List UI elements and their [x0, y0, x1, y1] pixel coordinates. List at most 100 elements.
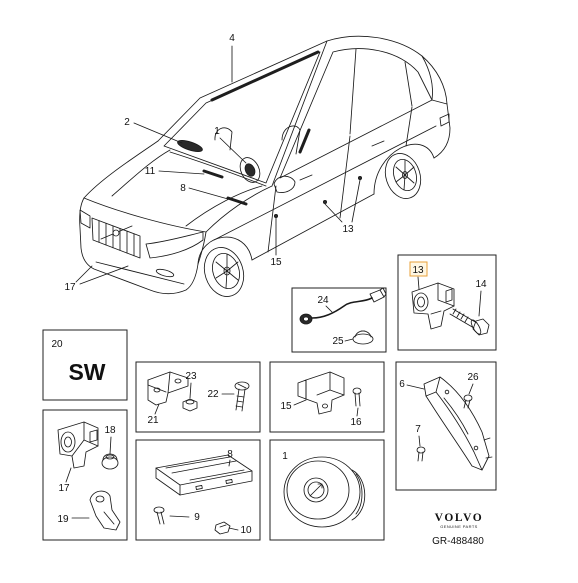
car-bumper-intake — [95, 261, 185, 285]
panel-frame — [397, 254, 497, 351]
software-label: SW — [68, 359, 105, 385]
car-a-pillar — [271, 40, 328, 187]
callout-side-sensor: 15 — [270, 257, 282, 268]
crash-sensor-mark — [357, 175, 363, 181]
car-front-corner — [197, 231, 207, 265]
car-callouts: 4 2 1 11 8 13 15 17 — [64, 33, 354, 293]
car-fender-edge — [205, 185, 273, 233]
crash-sensor-mark — [322, 199, 328, 205]
knee-airbag-illustration — [155, 454, 253, 496]
callout-crash-sensor: 13 — [342, 224, 354, 235]
callout-clip: 10 — [240, 525, 252, 536]
driver-knee-airbag-mark — [226, 196, 248, 206]
callout-nut: 18 — [104, 425, 116, 436]
car-door-lines — [267, 106, 413, 253]
car-roof-outline — [157, 35, 451, 159]
car-rear-window — [421, 55, 448, 105]
panel-frame — [269, 439, 385, 541]
callout-nut: 26 — [467, 372, 479, 383]
car-fog-light — [155, 268, 175, 278]
car-windshield — [163, 51, 321, 184]
brand-tagline: GENUINE PARTS — [440, 524, 478, 529]
screw-illustration — [153, 506, 165, 525]
callout-passenger-airbag: 2 — [124, 117, 130, 128]
car-sill — [251, 193, 375, 261]
panel-front-sensor: 13 14 — [397, 254, 497, 351]
side-sensor-mark — [273, 213, 279, 219]
callout-knee-airbag: 8 — [180, 183, 186, 194]
wiring-harness-illustration — [299, 287, 387, 325]
panel-leader-lines — [293, 399, 359, 417]
car-taillight — [439, 113, 450, 127]
car-interior — [169, 125, 301, 187]
rear-wheel — [384, 153, 422, 199]
car-hood-front-edge — [83, 197, 207, 233]
car-hood-crease — [111, 149, 263, 227]
callout-bolt: 14 — [475, 279, 487, 290]
steering-airbag-illustration — [283, 456, 366, 528]
car-side-mirror — [273, 175, 296, 193]
car-illustration — [79, 35, 451, 297]
steering-airbag-mark — [244, 163, 256, 177]
callout-screw: 22 — [207, 389, 219, 400]
callout-side-sensor: 15 — [280, 401, 292, 412]
panel-knee-airbag: 8 9 10 — [135, 439, 261, 541]
panel-side-sensor: 15 16 — [269, 361, 385, 433]
panel-frame — [42, 329, 128, 401]
steering-wheel — [239, 157, 261, 183]
clip-illustration — [214, 521, 231, 535]
callout-wiring-harness: 24 — [317, 295, 329, 306]
panel-frame — [395, 361, 497, 491]
callout-clip: 25 — [332, 336, 344, 347]
callout-sensor-screw: 16 — [350, 417, 362, 428]
panel-leader-lines — [406, 383, 474, 447]
front-wheel — [203, 247, 245, 297]
panel-bracket: 23 22 21 — [135, 361, 261, 433]
brand-block: VOLVO GENUINE PARTS GR-488480 — [432, 512, 484, 547]
car-shoulder-line — [213, 125, 437, 241]
callout-sensor: 13 — [412, 265, 424, 276]
panel-frame — [135, 361, 261, 433]
bracket-illustration — [147, 371, 189, 406]
panel-seat-airbag: 6 26 7 — [395, 361, 497, 491]
panel-frame — [269, 361, 385, 433]
bumper-sensor-illustration — [57, 421, 99, 469]
car-door-handles — [299, 140, 385, 181]
car-leader-lines — [75, 45, 361, 285]
callout-seat-airbag: 6 — [399, 379, 405, 390]
panel-frame — [135, 439, 261, 541]
car-b-pillar — [349, 48, 413, 135]
crash-sensor-illustration — [411, 282, 455, 330]
panel-frame — [291, 287, 387, 353]
seat-airbag-mark — [298, 128, 311, 154]
panel-leader-lines — [417, 276, 482, 317]
diagram-id: GR-488480 — [432, 536, 484, 547]
screw-illustration — [416, 446, 426, 462]
car-side-windows — [279, 48, 433, 179]
nut-illustration — [463, 394, 473, 409]
car-front-wheel-arch — [197, 236, 253, 265]
panel-leader-lines — [325, 305, 354, 342]
car-rear-wheel-arch — [373, 143, 435, 195]
bolt-illustration — [449, 308, 490, 336]
car-near-headlight — [145, 231, 204, 259]
volvo-logo: VOLVO — [435, 512, 484, 524]
callout-sensor-bracket: 19 — [57, 514, 69, 525]
panel-leader-lines — [154, 382, 235, 415]
passenger-knee-airbag-mark — [202, 169, 224, 179]
panel-leader-lines — [65, 436, 112, 519]
callout-nut: 23 — [185, 371, 197, 382]
callout-knee-airbag: 8 — [227, 449, 233, 460]
callout-bumper-sensor: 17 — [64, 282, 76, 293]
panel-software: 20 SW — [42, 329, 128, 401]
clip-illustration — [352, 330, 374, 345]
callout-screw: 9 — [194, 512, 200, 523]
nut-illustration — [101, 453, 119, 470]
panel-leader-lines — [169, 459, 239, 531]
sensor-bracket-illustration — [89, 490, 121, 531]
screw-illustration — [352, 387, 362, 407]
callout-bumper-sensor: 17 — [58, 483, 70, 494]
panel-harness: 24 25 — [291, 287, 387, 353]
car-grille — [91, 217, 141, 259]
car-front-fascia — [79, 197, 199, 295]
